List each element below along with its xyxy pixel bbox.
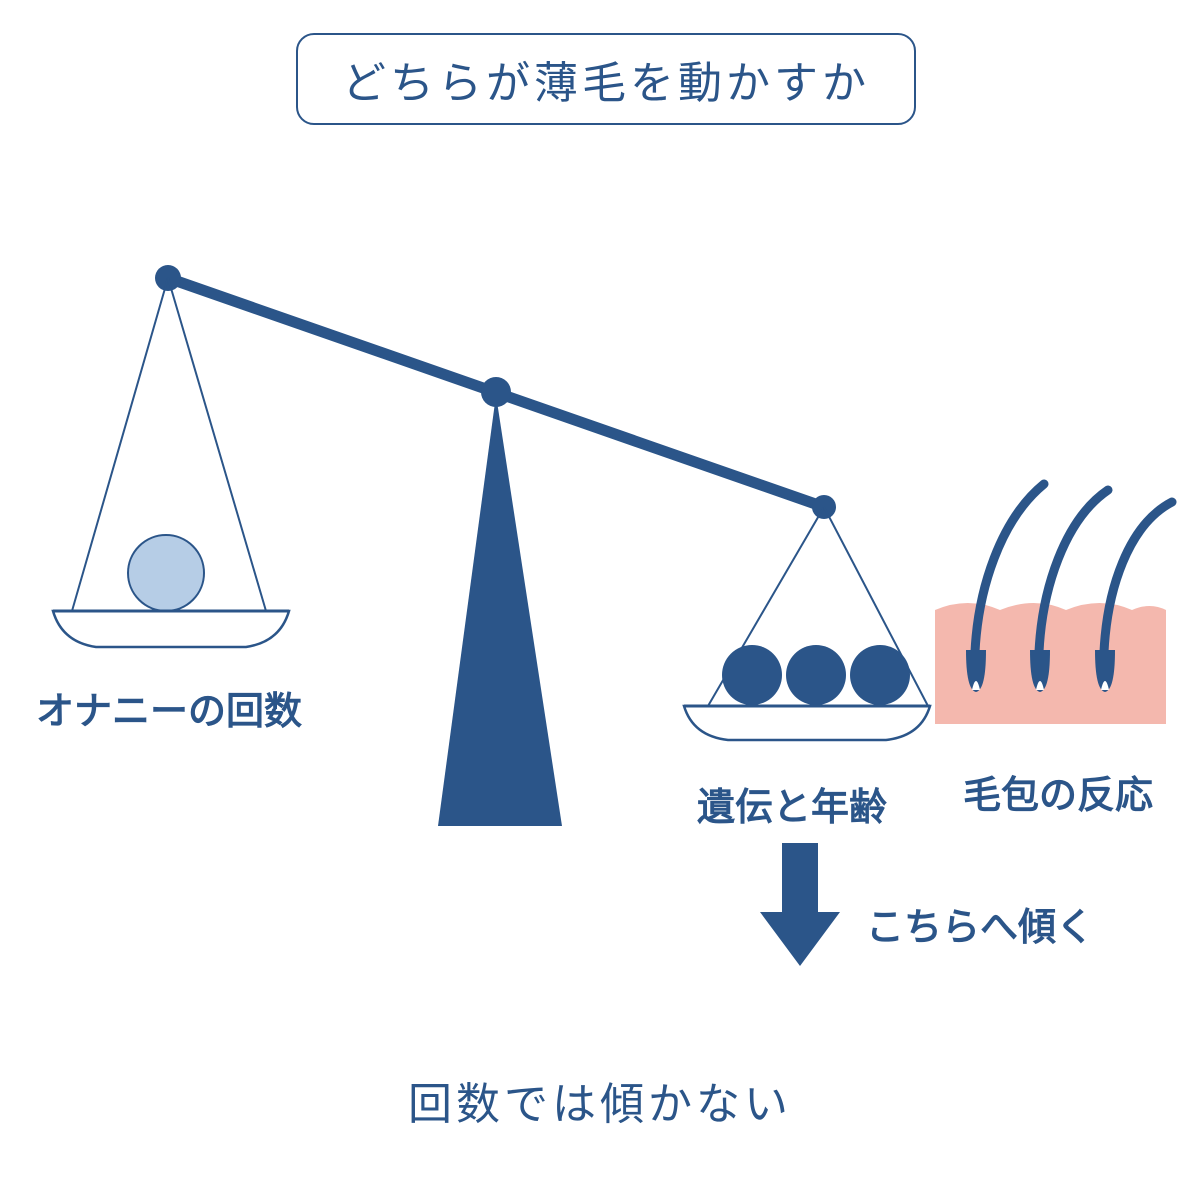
right-pan-label: 遺伝と年齢: [697, 785, 888, 829]
hair-papilla: [972, 681, 980, 690]
hair-strand: [1099, 497, 1177, 657]
hair-strand: [970, 479, 1049, 657]
left-pan: [51, 609, 291, 649]
arrow-label: こちらへ傾く: [866, 905, 1095, 949]
left-weight-ball: [127, 534, 205, 612]
hair-bulb: [1030, 650, 1050, 692]
scale-fulcrum: [438, 395, 562, 826]
hair-bulb: [966, 650, 986, 692]
left-pan-label: オナニーの回数: [36, 689, 303, 733]
diagram-title: どちらが薄毛を動かすか: [296, 33, 916, 125]
hair-papilla: [1101, 681, 1109, 690]
right-weight-ball: [786, 645, 846, 705]
hair-strand: [1034, 485, 1113, 657]
right-pan: [682, 704, 932, 742]
follicle-label: 毛包の反応: [963, 773, 1154, 817]
beam-pivot: [481, 377, 511, 407]
down-arrow-icon: [760, 843, 840, 966]
right-weight-ball: [850, 645, 910, 705]
hair-follicle-illustration: [935, 479, 1177, 724]
hair-papilla: [1036, 681, 1044, 690]
hair-bulb: [1095, 650, 1115, 692]
right-pan-string: [823, 506, 929, 707]
footer-caption: 回数では傾かない: [408, 1079, 792, 1130]
left-pan-string: [167, 277, 267, 612]
left-pan-string: [71, 277, 169, 612]
right-weight-ball: [722, 645, 782, 705]
